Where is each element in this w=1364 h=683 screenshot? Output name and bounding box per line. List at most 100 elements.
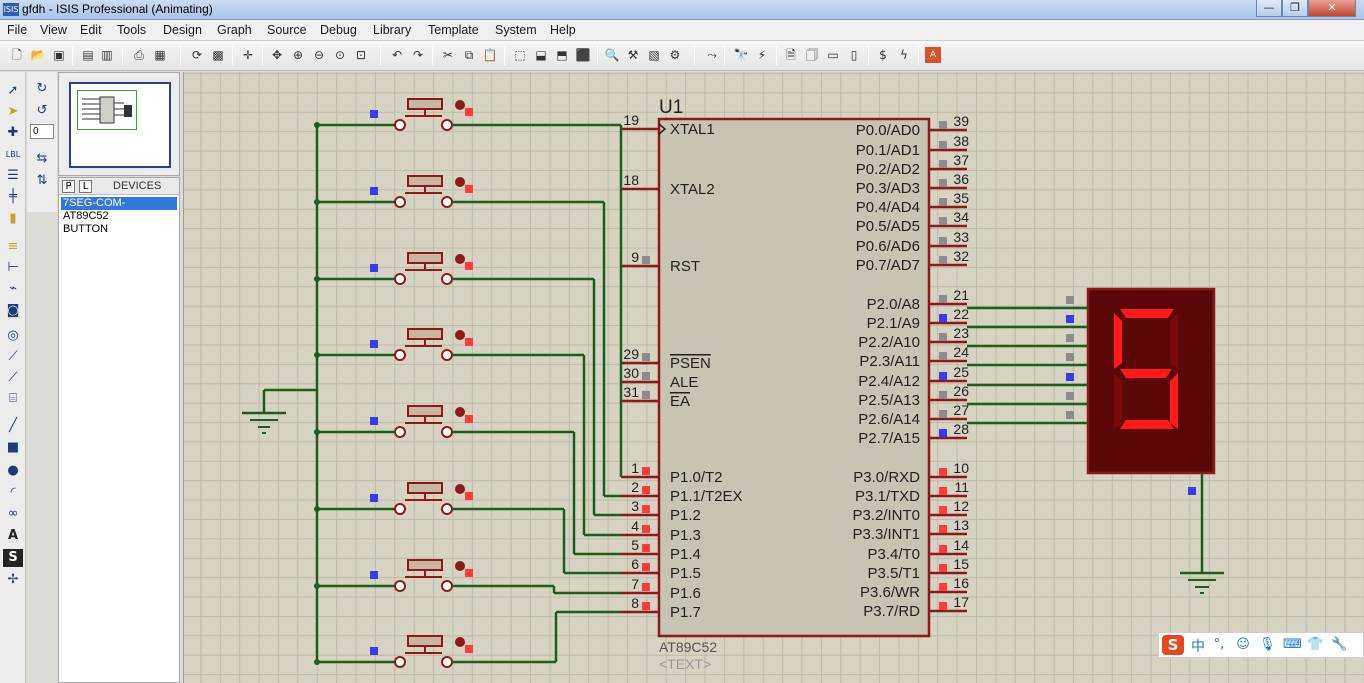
origin-icon[interactable]: ✛ bbox=[242, 48, 254, 62]
restore-button[interactable]: ❐ bbox=[1282, 0, 1308, 17]
rotate-clockwise-icon[interactable]: ↻ bbox=[36, 81, 48, 96]
print-area-icon[interactable]: ▦ bbox=[154, 48, 166, 62]
box-icon[interactable]: ■ bbox=[6, 440, 20, 455]
ime-language[interactable]: 中 bbox=[1191, 639, 1205, 655]
generator-icon[interactable]: ◎ bbox=[7, 328, 19, 343]
buses-icon[interactable]: ╪ bbox=[9, 189, 17, 204]
device-pins-icon[interactable]: ⊢ bbox=[7, 260, 19, 275]
search-icon[interactable]: 🔭 bbox=[733, 48, 749, 62]
netlist-icon[interactable]: ▯ bbox=[850, 48, 858, 62]
pick-devices-button[interactable]: P bbox=[62, 180, 75, 193]
mcu-pin-label: P3.5/T1 bbox=[867, 565, 920, 582]
marker-icon[interactable]: ✢ bbox=[7, 572, 19, 587]
device-item[interactable]: AT89C52 bbox=[63, 210, 109, 222]
open-icon[interactable]: 📂 bbox=[30, 48, 46, 62]
microphone-icon[interactable]: 🎙 bbox=[1259, 637, 1276, 652]
close-button[interactable]: ✕ bbox=[1308, 0, 1356, 17]
new-icon[interactable]: 🗋 bbox=[12, 48, 22, 62]
cut-icon[interactable]: ✂ bbox=[442, 48, 454, 62]
current-probe-icon[interactable]: ⟋ bbox=[8, 370, 18, 385]
pin-state-indicator bbox=[939, 602, 947, 610]
menu-help[interactable]: Help bbox=[550, 23, 576, 37]
zoom-all-icon[interactable]: ⊙ bbox=[334, 48, 346, 62]
sogou-logo-icon[interactable]: S bbox=[1162, 635, 1184, 655]
menu-library[interactable]: Library bbox=[373, 23, 412, 37]
junction-dot-icon[interactable]: ✚ bbox=[7, 125, 19, 140]
decompose-icon[interactable]: ⚙ bbox=[669, 48, 681, 62]
tools-icon[interactable]: 🔧 bbox=[1331, 637, 1348, 652]
rotation-angle-field[interactable]: 0 bbox=[30, 124, 54, 139]
wire-label-icon[interactable]: LBL bbox=[5, 150, 21, 159]
menu-edit[interactable]: Edit bbox=[80, 23, 102, 37]
text-icon[interactable]: A bbox=[7, 528, 19, 543]
goto-sheet-icon[interactable]: ▭ bbox=[827, 48, 839, 62]
menu-debug[interactable]: Debug bbox=[320, 23, 357, 37]
import-icon[interactable]: ▤ bbox=[82, 48, 94, 62]
zoom-in-icon[interactable]: ⊕ bbox=[292, 48, 304, 62]
menu-template[interactable]: Template bbox=[428, 23, 479, 37]
pick-device-icon[interactable]: 🔍 bbox=[604, 48, 620, 62]
menu-graph[interactable]: Graph bbox=[217, 23, 252, 37]
device-item[interactable]: 7SEG-COM-CATHODE bbox=[61, 197, 177, 222]
make-device-icon[interactable]: ⚒ bbox=[627, 48, 639, 62]
bill-of-materials-icon[interactable]: $ bbox=[879, 48, 887, 62]
block-move-icon[interactable]: ⬓ bbox=[535, 48, 547, 62]
print-icon[interactable]: ⎙ bbox=[134, 48, 144, 62]
keyboard-icon[interactable]: ⌨ bbox=[1283, 637, 1302, 652]
text-script-icon[interactable]: ☰ bbox=[7, 168, 19, 183]
copy-icon[interactable]: ⧉ bbox=[464, 48, 474, 62]
rotate-anticlockwise-icon[interactable]: ↺ bbox=[36, 103, 48, 118]
property-assign-icon[interactable]: ⚡ bbox=[757, 48, 767, 62]
path-icon[interactable]: ∞ bbox=[7, 506, 19, 521]
zoom-out-icon[interactable]: ⊖ bbox=[313, 48, 325, 62]
mirror-vertical-icon[interactable]: ⇅ bbox=[36, 173, 48, 188]
ares-icon[interactable]: A bbox=[925, 47, 941, 63]
pan-icon[interactable]: ✥ bbox=[271, 48, 283, 62]
graph-icon[interactable]: ⌁ bbox=[9, 281, 17, 296]
terminals-icon[interactable]: ≡ bbox=[7, 239, 19, 254]
overview-window[interactable] bbox=[58, 72, 180, 176]
menu-source[interactable]: Source bbox=[267, 23, 307, 37]
paste-icon[interactable]: 📋 bbox=[482, 48, 498, 62]
menu-view[interactable]: View bbox=[40, 23, 67, 37]
save-icon[interactable]: ▣ bbox=[53, 48, 65, 62]
line-icon[interactable]: ╱ bbox=[9, 418, 17, 433]
subcircuit-icon[interactable]: ▮ bbox=[9, 211, 17, 226]
selection-mode-icon[interactable]: ➚ bbox=[7, 83, 19, 98]
symbol-icon[interactable]: S bbox=[3, 549, 23, 567]
refresh-icon[interactable]: ⟳ bbox=[191, 48, 203, 62]
device-item[interactable]: BUTTON bbox=[63, 223, 109, 235]
block-rotate-icon[interactable]: ⬒ bbox=[556, 48, 568, 62]
arc-icon[interactable]: ◜ bbox=[10, 485, 16, 500]
skin-icon[interactable]: 👕 bbox=[1307, 637, 1324, 652]
zoom-area-icon[interactable]: ⊡ bbox=[355, 48, 367, 62]
mirror-horizontal-icon[interactable]: ⇆ bbox=[36, 151, 48, 166]
tape-recorder-icon[interactable]: ◙ bbox=[6, 303, 20, 318]
menu-design[interactable]: Design bbox=[163, 23, 202, 37]
package-icon[interactable]: ▧ bbox=[648, 48, 660, 62]
emoji-icon[interactable]: ☺ bbox=[1236, 637, 1250, 652]
menu-tools[interactable]: Tools bbox=[117, 23, 147, 37]
punctuation-icon[interactable]: °, bbox=[1213, 637, 1225, 652]
redo-icon[interactable]: ↷ bbox=[412, 48, 424, 62]
menu-system[interactable]: System bbox=[495, 23, 537, 37]
circle-icon[interactable]: ● bbox=[7, 463, 19, 478]
minimize-button[interactable]: — bbox=[1256, 0, 1282, 17]
grid-icon[interactable]: ▩ bbox=[212, 48, 224, 62]
button-contact bbox=[394, 503, 406, 515]
voltage-probe-icon[interactable]: ⟋ bbox=[8, 349, 18, 364]
block-copy-icon[interactable]: ⬚ bbox=[514, 48, 526, 62]
undo-icon[interactable]: ↶ bbox=[391, 48, 403, 62]
export-icon[interactable]: ▥ bbox=[101, 48, 113, 62]
wire-autorouter-icon[interactable]: ⤳ bbox=[707, 48, 717, 62]
virtual-instrument-icon[interactable]: ⌸ bbox=[9, 391, 17, 406]
overview-visible-area[interactable] bbox=[77, 90, 137, 130]
library-manager-button[interactable]: L bbox=[79, 180, 92, 193]
component-mode-icon[interactable]: ➤ bbox=[7, 104, 19, 119]
new-sheet-icon[interactable]: 🗎 bbox=[786, 48, 796, 62]
electrical-rule-icon[interactable]: ϟ bbox=[900, 48, 908, 62]
block-delete-icon[interactable]: ⬛ bbox=[575, 48, 591, 62]
remove-sheet-icon[interactable]: 🗍 bbox=[806, 48, 818, 62]
menu-file[interactable]: File bbox=[7, 23, 28, 37]
